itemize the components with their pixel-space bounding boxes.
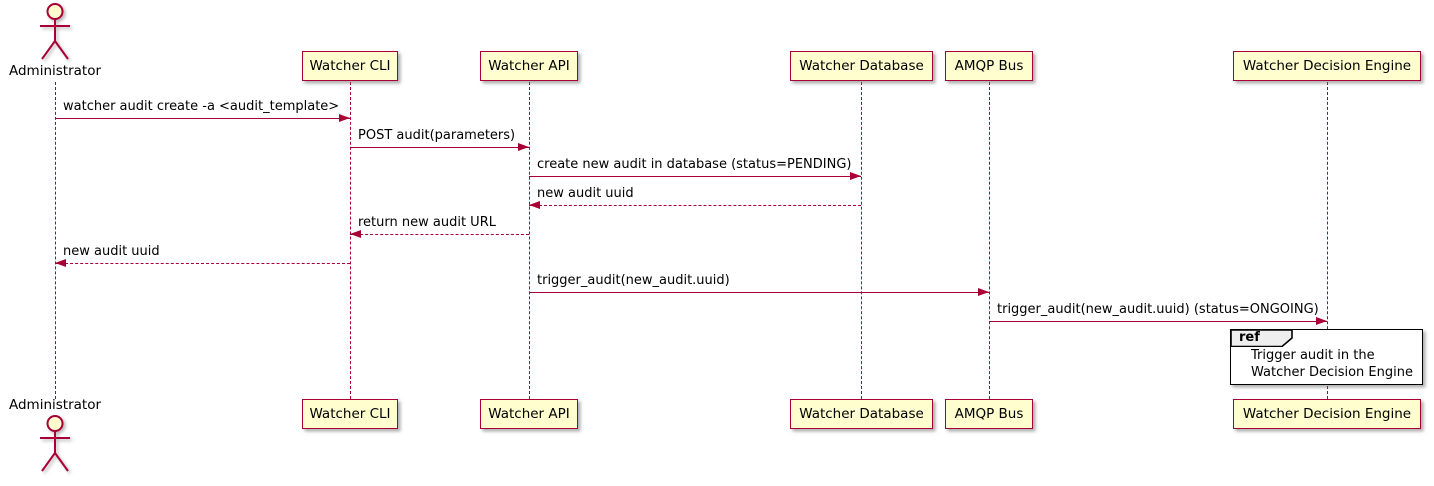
message-label-7: trigger_audit(new_audit.uuid): [537, 273, 730, 288]
ref-header: ref: [1230, 329, 1293, 348]
message-label-2: POST audit(parameters): [358, 128, 516, 143]
lifeline-watcher-api: [528, 82, 530, 399]
message-label-8: trigger_audit(new_audit.uuid) (status=ON…: [997, 302, 1319, 317]
message-label-5: return new audit URL: [358, 215, 496, 230]
lifeline-watcher-database: [860, 82, 862, 399]
arrowhead-icon: [850, 172, 861, 180]
participant-label: AMQP Bus: [954, 58, 1024, 74]
message-line-6: [55, 263, 350, 264]
message-label-4: new audit uuid: [537, 186, 634, 201]
participant-label: Watcher Database: [799, 406, 924, 422]
participant-label: Watcher Decision Engine: [1242, 406, 1412, 422]
participant-label: Watcher API: [488, 406, 570, 422]
arrowhead-icon: [529, 201, 540, 209]
participant-box-watcher-api: Watcher API: [480, 51, 578, 81]
message-line-2: [350, 147, 529, 148]
ref-text-line: Trigger audit in the: [1251, 348, 1375, 363]
actor-icon: [40, 3, 70, 60]
participant-label: AMQP Bus: [954, 406, 1024, 422]
message-label-6: new audit uuid: [63, 244, 160, 259]
participant-label: Watcher CLI: [309, 58, 391, 74]
participant-label-administrator: Administrator: [8, 63, 102, 79]
participant-box-watcher-api: Watcher API: [480, 399, 578, 429]
lifeline-watcher-cli: [349, 82, 351, 399]
arrowhead-icon: [339, 114, 350, 122]
participant-box-watcher-database: Watcher Database: [790, 51, 933, 81]
participant-box-watcher-database: Watcher Database: [790, 399, 933, 429]
actor-icon: [40, 415, 70, 472]
message-line-1: [55, 118, 350, 119]
participant-box-amqp-bus: AMQP Bus: [945, 399, 1033, 429]
actor-figure-bottom-administrator: [33, 414, 77, 476]
participant-label: Watcher API: [488, 58, 570, 74]
arrowhead-icon: [518, 143, 529, 151]
participant-box-watcher-cli: Watcher CLI: [302, 51, 398, 81]
message-line-3: [529, 176, 861, 177]
lifeline-amqp-bus: [988, 82, 990, 399]
ref-keyword: ref: [1239, 330, 1260, 345]
message-line-5: [350, 234, 529, 235]
participant-label: Watcher CLI: [309, 406, 391, 422]
participant-label: Watcher Database: [799, 58, 924, 74]
arrowhead-icon: [350, 230, 361, 238]
lifeline-administrator: [54, 82, 56, 399]
message-label-1: watcher audit create -a <audit_template>: [63, 99, 340, 114]
participant-label: Watcher Decision Engine: [1242, 58, 1412, 74]
participant-box-amqp-bus: AMQP Bus: [945, 51, 1033, 81]
participant-box-watcher-decision-engine: Watcher Decision Engine: [1233, 399, 1421, 429]
ref-pentagon-icon: [1230, 329, 1293, 348]
message-label-3: create new audit in database (status=PEN…: [537, 157, 852, 172]
lifeline-watcher-decision-engine: [1326, 82, 1328, 399]
ref-text-line: Watcher Decision Engine: [1251, 364, 1413, 380]
message-line-4: [529, 205, 861, 206]
participant-box-watcher-cli: Watcher CLI: [302, 399, 398, 429]
arrowhead-icon: [1316, 317, 1327, 325]
message-line-7: [529, 292, 989, 293]
actor-figure-top-administrator: [33, 2, 77, 64]
arrowhead-icon: [978, 288, 989, 296]
message-line-8: [989, 321, 1327, 322]
arrowhead-icon: [55, 259, 66, 267]
participant-label-administrator: Administrator: [8, 397, 102, 413]
participant-box-watcher-decision-engine: Watcher Decision Engine: [1233, 51, 1421, 81]
